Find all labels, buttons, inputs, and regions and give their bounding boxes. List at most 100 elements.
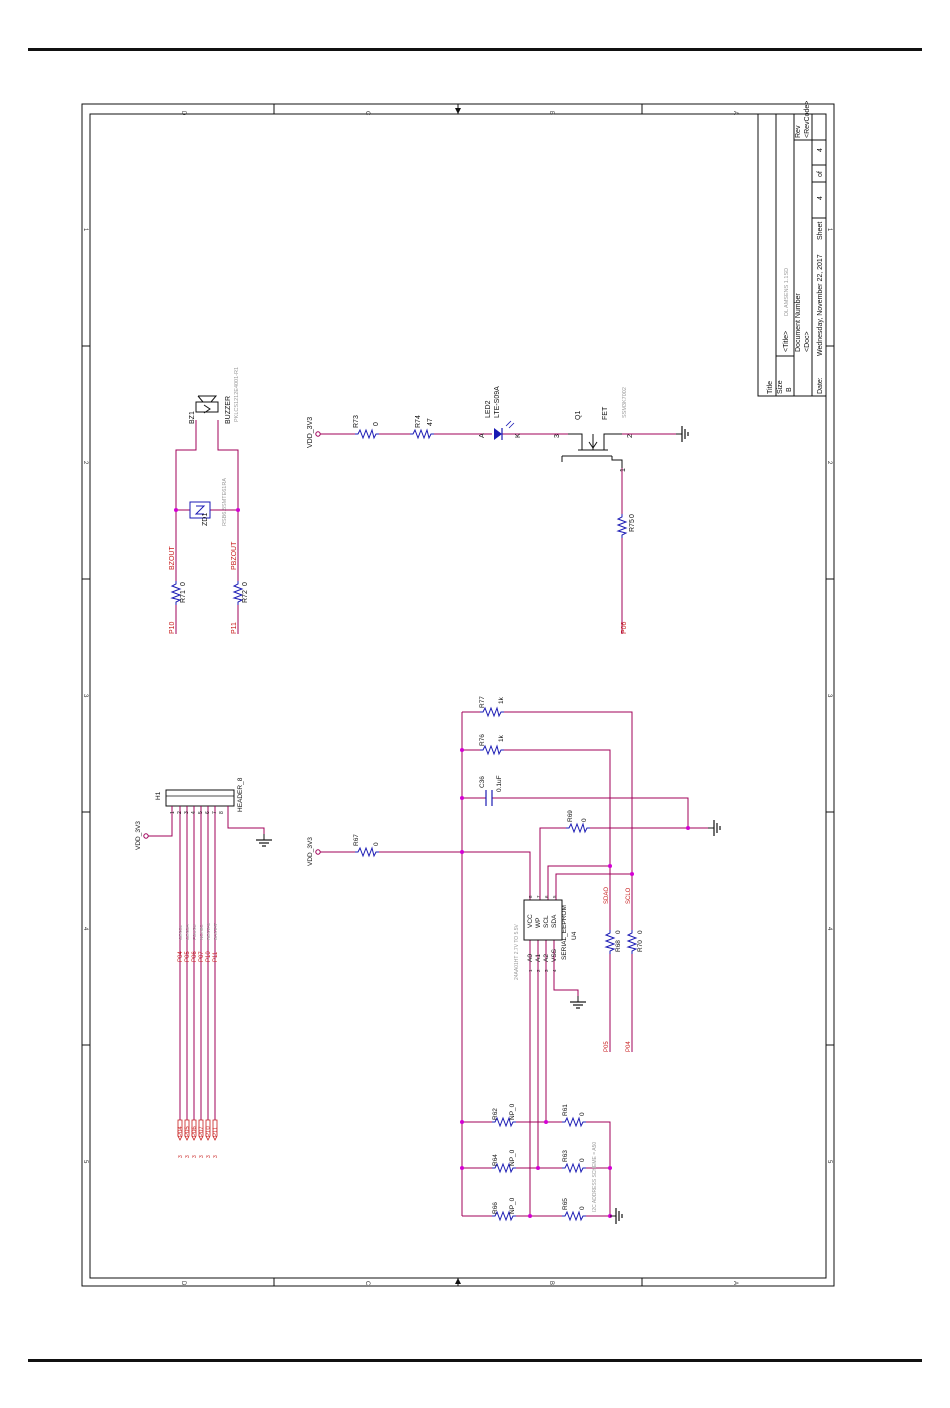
offpage-p06: P06 (192, 1126, 198, 1137)
c36-ref: C36 (479, 776, 486, 788)
r76-value: 1k (498, 734, 505, 742)
zd1-ref: ZD1 (202, 513, 209, 526)
r71-value: 0 (180, 582, 187, 586)
r68-value: 0 (615, 930, 622, 934)
r75-ref: R75 (629, 519, 636, 532)
u4-pin-vss: VSS (551, 948, 558, 962)
led-circuit: VDD_3V3 R73 0 R74 47 LED2 LTE-S09A A K Q… (307, 386, 689, 634)
date-label: Date: (817, 377, 824, 394)
led-vdd-label: VDD_3V3 (307, 417, 314, 448)
offpage-p04: P04 (178, 1126, 184, 1137)
rev-value: <RevCode> (804, 101, 811, 138)
net-p05-eeprom: P05 (604, 1041, 610, 1052)
sheet-border (81, 103, 835, 1287)
h1-pin-3: 3 (184, 811, 190, 814)
r72-value: 0 (242, 582, 249, 586)
u4-pnum-6: 6 (544, 895, 549, 898)
bz1-part: PKLCS1212E4001-R1 (234, 367, 240, 422)
u4-pnum-5: 5 (552, 895, 557, 898)
net-p11: P11 (231, 622, 238, 634)
title-block: Title <Title> Size B Document Number <Do… (757, 101, 827, 397)
h1-ref: H1 (155, 791, 162, 800)
q1-pin1: 1 (620, 468, 627, 472)
h1-pin-4: 4 (191, 811, 197, 814)
u4-pin-wp: WP (535, 918, 542, 928)
offpage-p10: P10 (206, 1126, 212, 1137)
zone-right-3: 3 (826, 694, 832, 698)
zone-right-2: 2 (826, 461, 832, 465)
u4-pnum-1: 1 (528, 969, 533, 972)
header-pin-numbers: 1 2 3 4 5 6 7 8 (170, 811, 225, 814)
offpage-p11: P11 (213, 1126, 219, 1137)
header-net-p07: P07 (199, 951, 205, 962)
zd1-part: RSB6.8SMTE61RA (222, 478, 228, 526)
h1-name: HEADER_8 (237, 777, 244, 812)
r70-value: 0 (637, 930, 644, 934)
header-vdd-label: VDD_3V3 (135, 821, 142, 850)
zone-top-d: D (180, 111, 186, 116)
header-faint-5: RESTA1 (206, 922, 211, 940)
led2-ref: LED2 (485, 400, 492, 418)
r65-ref: R65 (562, 1198, 569, 1210)
r62-value: NP_0 (509, 1103, 516, 1120)
eeprom-circuit: VDD_3V3 R67 0 R77 1k R76 1k C36 0.1uF R6… (307, 696, 721, 1225)
u4-pin-vcc: VCC (527, 914, 534, 928)
top-rule (28, 48, 922, 51)
header-net-p10: P10 (206, 951, 212, 962)
h1-pin-6: 6 (205, 811, 211, 814)
r65-value: 0 (579, 1206, 586, 1210)
u4-pin-a1: A1 (535, 954, 542, 962)
header-faint-2: CESDA (185, 924, 190, 940)
r64-ref: R64 (492, 1154, 499, 1166)
header-faint-4: NCH8C (199, 924, 204, 940)
header-net-p04: P04 (178, 951, 184, 962)
title-faint-note: DL AMSENS 1.1SD (784, 268, 790, 316)
offpage-sheet-6: 3 (213, 1155, 219, 1158)
r75-value: 0 (629, 514, 636, 518)
title-label: Title (767, 381, 774, 394)
q1-ref: Q1 (575, 411, 582, 420)
header-net-labels: P04 P05 P06 P07 P10 P11 (178, 951, 219, 962)
zone-bottom-b: B (548, 1281, 554, 1285)
u4-ref: U4 (571, 931, 578, 940)
offpage-p05: P05 (185, 1126, 191, 1137)
date-value: Wednesday, November 22, 2017 (817, 254, 824, 356)
r73-value: 0 (373, 422, 380, 426)
r77-value: 1k (498, 696, 505, 704)
u4-part: 24AA01HT 2.7V TO 5.5V (514, 923, 520, 980)
title-value: <Title> (783, 331, 790, 352)
r63-value: 0 (579, 1158, 586, 1162)
led-pin-a: A (479, 433, 486, 438)
zone-bottom-d: D (180, 1281, 186, 1286)
header-faint-labels: CESCL CESDA FOUSU NCH8C RESTA1 BASTAT (178, 922, 218, 940)
zone-left-4: 4 (82, 927, 88, 931)
zone-left-2: 2 (82, 461, 88, 465)
h1-pin-7: 7 (212, 811, 218, 814)
net-p06-led: P06 (621, 621, 628, 634)
offpage-p07: P07 (199, 1126, 205, 1137)
u4-pnum-3: 3 (544, 969, 549, 972)
u4-pin-scl: SCL (543, 915, 550, 928)
offpage-sheet-4: 3 (199, 1155, 205, 1158)
zone-left-3: 3 (82, 694, 88, 698)
u4-pnum-4: 4 (552, 969, 557, 972)
zone-top-a: A (732, 111, 738, 115)
h1-pin-5: 5 (198, 811, 204, 814)
r70-ref: R70 (637, 940, 644, 952)
zone-right-4: 4 (826, 927, 832, 931)
u4-pnum-7: 7 (536, 895, 541, 898)
u4-pnum-8: 8 (528, 895, 533, 898)
net-bzout: BZOUT (169, 546, 176, 570)
header-offpage-labels: P04 P05 P06 P07 P10 P11 (178, 1126, 219, 1137)
r64-value: NP_0 (509, 1149, 516, 1166)
sheet-label: Sheet (817, 222, 824, 240)
q1-pin3: 3 (554, 434, 561, 438)
of-value: 4 (817, 148, 824, 152)
r69-ref: R69 (567, 810, 574, 822)
r62-ref: R62 (492, 1108, 499, 1120)
r61-value: 0 (579, 1112, 586, 1116)
led-pin-k: K (515, 433, 522, 438)
size-label: Size (777, 380, 784, 394)
u4-pin-sda: SDA (551, 914, 558, 928)
zone-left-5: 5 (82, 1160, 88, 1164)
